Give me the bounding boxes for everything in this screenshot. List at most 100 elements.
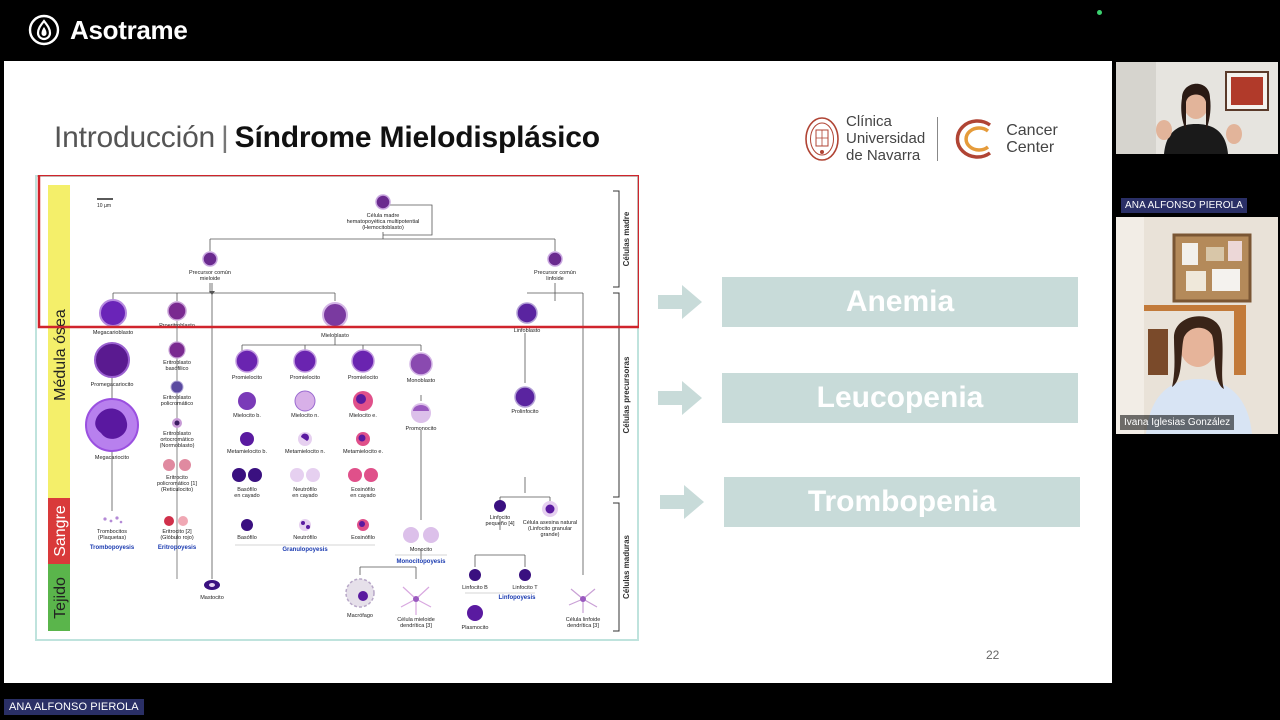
participant-video-feed bbox=[1116, 217, 1278, 434]
proerythroblast-cell bbox=[167, 301, 187, 321]
band-blood bbox=[48, 498, 70, 564]
small-lymphocyte-cell bbox=[494, 500, 506, 512]
lympho-label: grande) bbox=[541, 532, 560, 538]
cancer-center-line: Center bbox=[1006, 138, 1055, 156]
title-separator: | bbox=[221, 121, 229, 154]
erythro-label: Eritrocito [2] bbox=[162, 529, 192, 535]
clinic-name-line: Universidad bbox=[846, 130, 926, 147]
promegakaryocyte-cell bbox=[94, 342, 130, 378]
myeloid-progenitor-label: mieloide bbox=[200, 276, 220, 282]
stem-cell-label: hematopoyética multipotential bbox=[347, 219, 420, 225]
granulo-label: Promielocito bbox=[290, 375, 320, 381]
blast-label: Mieloblasto bbox=[321, 333, 349, 339]
granulo-label: Metamielocito e. bbox=[343, 449, 384, 455]
erythrocyte-cell bbox=[164, 516, 174, 526]
granulo-col-neutrophil: Promielocito Mielocito n. Metamielocito … bbox=[285, 349, 325, 541]
finding-box: Leucopenia bbox=[722, 373, 1078, 423]
erythro-label: policromático [1] bbox=[157, 481, 198, 487]
erythro-label: (Glóbulo rojo) bbox=[160, 535, 193, 541]
asotrame-logo-icon bbox=[28, 14, 60, 46]
erythro-label: Eritroblasto bbox=[163, 431, 191, 437]
megakaryocyte-label: Megacariocito bbox=[95, 455, 129, 461]
scale-label: 10 µm bbox=[97, 203, 111, 209]
lympho-label: Linfocito T bbox=[512, 585, 538, 591]
granulo-label: en cayado bbox=[234, 493, 259, 499]
side-label: Células maduras bbox=[622, 534, 631, 599]
lineage-label: Monocitopoyesis bbox=[396, 559, 446, 565]
cancer-center-name: Cancer Center bbox=[1006, 122, 1058, 156]
erythro-label: Eritrocito bbox=[166, 475, 188, 481]
band-label: Sangre bbox=[52, 505, 69, 557]
stem-cell-label: (Hemocitoblasto) bbox=[362, 225, 404, 231]
participant-name-tag: ANA ALFONSO PIEROLA bbox=[1121, 198, 1248, 213]
band-label: Médula ósea bbox=[52, 309, 69, 401]
finding-box: Trombopenia bbox=[724, 477, 1080, 527]
right-arrow-icon bbox=[660, 485, 704, 519]
lympho-label: (Linfocito granular bbox=[528, 526, 572, 532]
band-tissue bbox=[48, 564, 70, 631]
tissue-label: Célula mieloide bbox=[397, 617, 435, 623]
megakaryocyte-label: Trombocitos bbox=[97, 529, 127, 535]
lineage-label: Granulopoyesis bbox=[282, 547, 328, 553]
hematopoiesis-diagram: Médula ósea Sangre Tejido Células madre … bbox=[35, 175, 639, 641]
mono-label: Promonocito bbox=[406, 426, 437, 432]
myeloid-dendritic-cell bbox=[400, 586, 432, 615]
cancer-center-line: Cancer bbox=[1006, 121, 1058, 139]
granulo-label: Eosinófilo bbox=[351, 535, 375, 541]
granulo-label: en cayado bbox=[350, 493, 375, 499]
granulo-label: Basófilo bbox=[237, 487, 257, 493]
participant-video-2[interactable]: Ivana Iglesias González bbox=[1116, 217, 1278, 434]
side-label: Células precursoras bbox=[622, 356, 631, 433]
megakaryocyte-label: Promegacariocito bbox=[91, 382, 134, 388]
erythro-label: basófilico bbox=[166, 366, 189, 372]
mono-label: Monoblasto bbox=[407, 378, 435, 384]
cancer-center-logo-icon bbox=[955, 118, 992, 159]
granulo-col-eosinophil: Promielocito Mielocito e. Metamielocito … bbox=[343, 349, 384, 541]
plasmocyte-cell bbox=[467, 605, 483, 621]
finding-leucopenia: Leucopenia bbox=[658, 373, 1078, 423]
tissue-label: dendrítica [3] bbox=[400, 623, 432, 629]
erythro-label: Eritroblasto bbox=[163, 395, 191, 401]
finding-box: Anemia bbox=[722, 277, 1078, 327]
title-prefix: Introducción bbox=[54, 121, 216, 154]
granulo-label: Neutrófilo bbox=[293, 535, 317, 541]
granulo-label: Neutrófilo bbox=[293, 487, 317, 493]
granulo-col-basophil: Promielocito Mielocito b. Metamielocito … bbox=[227, 349, 267, 541]
mono-label: Monocito bbox=[410, 547, 432, 553]
participant-name-overlay: Ivana Iglesias González bbox=[1120, 415, 1235, 430]
lympho-label: Linfocito bbox=[490, 515, 511, 521]
lympho-label: Célula linfoide bbox=[566, 617, 601, 623]
lineage-label: Eritropoyesis bbox=[158, 545, 197, 551]
title-main: Síndrome Mielodisplásico bbox=[234, 121, 600, 154]
participant-video-1[interactable] bbox=[1116, 62, 1278, 154]
tissue-label: Mastocito bbox=[200, 595, 224, 601]
highlight-box bbox=[37, 175, 639, 329]
lineage-label: Trombopoyesis bbox=[90, 545, 135, 551]
lympho-label: dendrítica [3] bbox=[567, 623, 599, 629]
granulo-label: Basófilo bbox=[237, 535, 257, 541]
lymphoid-progenitor-cell bbox=[547, 251, 563, 267]
erythro-label: (Reticulocito) bbox=[161, 487, 193, 493]
granulo-label: Mielocito e. bbox=[349, 413, 377, 419]
lymphoid-progenitor-label: Precursor común bbox=[534, 270, 576, 276]
blast-label: Megacarioblasto bbox=[93, 330, 133, 336]
megakaryoblast-cell bbox=[99, 299, 127, 327]
lymphoid-dendritic-cell bbox=[568, 588, 598, 613]
prolymphocyte-cell bbox=[514, 386, 536, 408]
blast-label: Linfoblasto bbox=[514, 328, 541, 334]
lymphoid-progenitor-label: linfoide bbox=[546, 276, 563, 282]
right-arrow-icon bbox=[658, 285, 702, 319]
finding-anemia: Anemia bbox=[658, 277, 1078, 327]
lineage-label: Linfopoyesis bbox=[498, 595, 536, 601]
lymphoblast-cell bbox=[516, 302, 538, 324]
stem-cell-label: Célula madre bbox=[367, 213, 400, 219]
tissue-label: Macrófago bbox=[347, 613, 373, 619]
logo-divider bbox=[937, 116, 939, 161]
lympho-label: pequeño [4] bbox=[485, 521, 515, 527]
platelets bbox=[103, 516, 123, 524]
granulo-label: Eosinófilo bbox=[351, 487, 375, 493]
finding-trombopenia: Trombopenia bbox=[660, 477, 1080, 527]
t-lymphocyte-cell bbox=[519, 569, 531, 581]
clinic-name-line: de Navarra bbox=[846, 147, 921, 164]
granulo-label: Mielocito b. bbox=[233, 413, 261, 419]
